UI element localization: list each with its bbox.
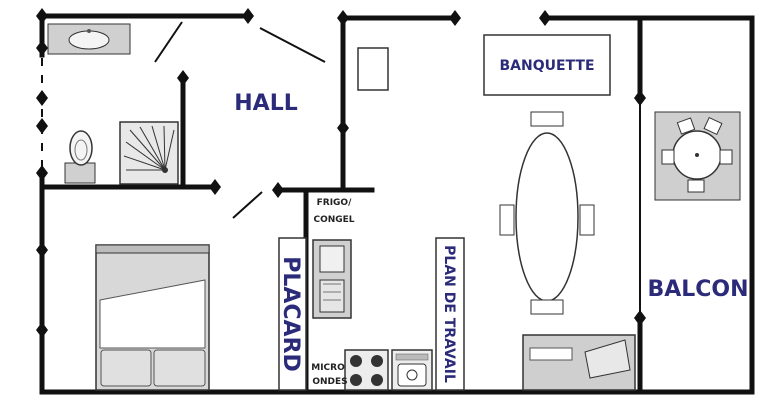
door-swings [154,21,326,219]
label-micro-line2: ONDES [312,377,347,387]
shower [119,121,179,185]
cabinet [357,47,389,91]
label-micro-line1: MICRO [311,363,345,373]
kitchen-sink [312,239,352,319]
bed [95,244,210,391]
label-frigo-line2: CONGEL [313,215,354,225]
label-plan-de-travail: PLAN DE TRAVAIL [441,245,457,383]
banquette [483,34,611,96]
placard [278,237,307,391]
label-banquette: BANQUETTE [499,58,594,74]
room-label-balcon: BALCON [647,277,748,302]
cooktop [344,349,389,391]
oven [391,349,433,391]
balcony-table-set [654,111,741,201]
worktop [435,237,465,391]
room-label-hall: HALL [234,91,297,116]
tv-unit [522,334,636,391]
label-placard: PLACARD [278,256,303,372]
wall-markers [36,8,646,338]
toilet [64,130,96,184]
label-frigo-line1: FRIGO/ [317,198,352,208]
sink [47,23,131,55]
dining-table [499,111,595,315]
